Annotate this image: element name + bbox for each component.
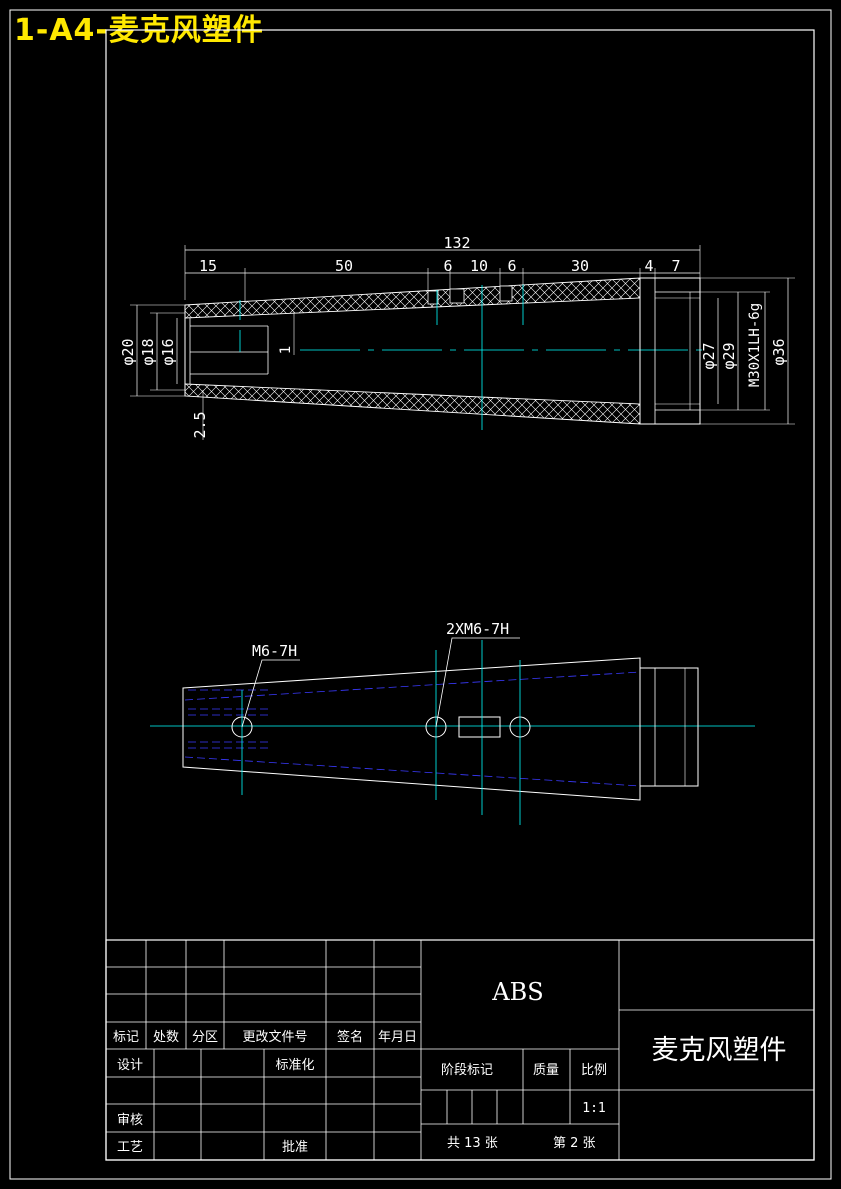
tb-header-mark: 标记 xyxy=(113,1030,139,1045)
tb-header-count: 处数 xyxy=(153,1030,179,1045)
center-slot xyxy=(458,716,501,738)
dim-thread: M30X1LH-6g xyxy=(747,303,763,387)
tb-material: ABS xyxy=(491,978,543,1006)
dim-dia-27: φ27 xyxy=(700,342,718,369)
tb-header-change-doc: 更改文件号 xyxy=(242,1030,307,1045)
tb-scale-label: 比例 xyxy=(581,1063,607,1078)
thread-outline xyxy=(639,667,699,787)
section-view: 132 15 50 6 10 6 30 4 7 φ20 φ18 φ16 1 2.… xyxy=(119,234,795,440)
dim-len-4: 4 xyxy=(644,257,653,275)
dim-dia-18: φ18 xyxy=(139,338,157,365)
thread-body xyxy=(639,277,701,425)
tb-mass: 质量 xyxy=(533,1063,559,1078)
outer-view: M6-7H 2XM6-7H xyxy=(150,620,755,825)
outer-border xyxy=(9,9,832,1180)
dim-len-6a: 6 xyxy=(443,257,452,275)
dim-len-30: 30 xyxy=(571,257,589,275)
dim-len-7: 7 xyxy=(671,257,680,275)
dim-len-50: 50 xyxy=(335,257,353,275)
tb-stage-mark: 阶段标记 xyxy=(441,1063,493,1078)
dim-len-15: 15 xyxy=(199,257,217,275)
dim-dia-16: φ16 xyxy=(159,338,177,365)
title-block-text: 标记 处数 分区 更改文件号 签名 年月日 设计 标准化 审核 工艺 批准 阶段… xyxy=(113,978,787,1155)
tb-approve: 批准 xyxy=(282,1140,308,1155)
tb-scale-value: 1:1 xyxy=(582,1101,605,1116)
dim-len-6b: 6 xyxy=(507,257,516,275)
tb-header-zone: 分区 xyxy=(192,1030,218,1045)
tb-standardization: 标准化 xyxy=(275,1058,314,1073)
tb-process: 工艺 xyxy=(117,1140,143,1155)
top-wall-hatch xyxy=(184,277,641,319)
callout-left-hole: M6-7H xyxy=(252,642,297,660)
tb-header-signature: 签名 xyxy=(337,1029,363,1045)
callout-side-holes: 2XM6-7H xyxy=(446,620,509,638)
dim-overall-length: 132 xyxy=(443,234,470,252)
tb-design: 设计 xyxy=(117,1058,143,1073)
dim-dia-29: φ29 xyxy=(720,342,738,369)
tb-total-sheets: 共 13 张 xyxy=(447,1136,498,1151)
tb-review: 审核 xyxy=(117,1113,143,1128)
dim-dia-36: φ36 xyxy=(770,338,788,365)
title-block xyxy=(105,939,815,1161)
dim-2-5: 2.5 xyxy=(191,411,209,438)
tb-part-name: 麦克风塑件 xyxy=(652,1035,787,1066)
dim-dia-20: φ20 xyxy=(119,338,137,365)
tb-header-date: 年月日 xyxy=(378,1030,417,1045)
bottom-wall-hatch xyxy=(184,383,641,425)
tb-sheet-number: 第 2 张 xyxy=(553,1136,596,1151)
cone-outline xyxy=(182,657,641,801)
inner-frame xyxy=(105,29,815,1161)
dim-len-10: 10 xyxy=(470,257,488,275)
dim-1: 1 xyxy=(278,346,294,354)
